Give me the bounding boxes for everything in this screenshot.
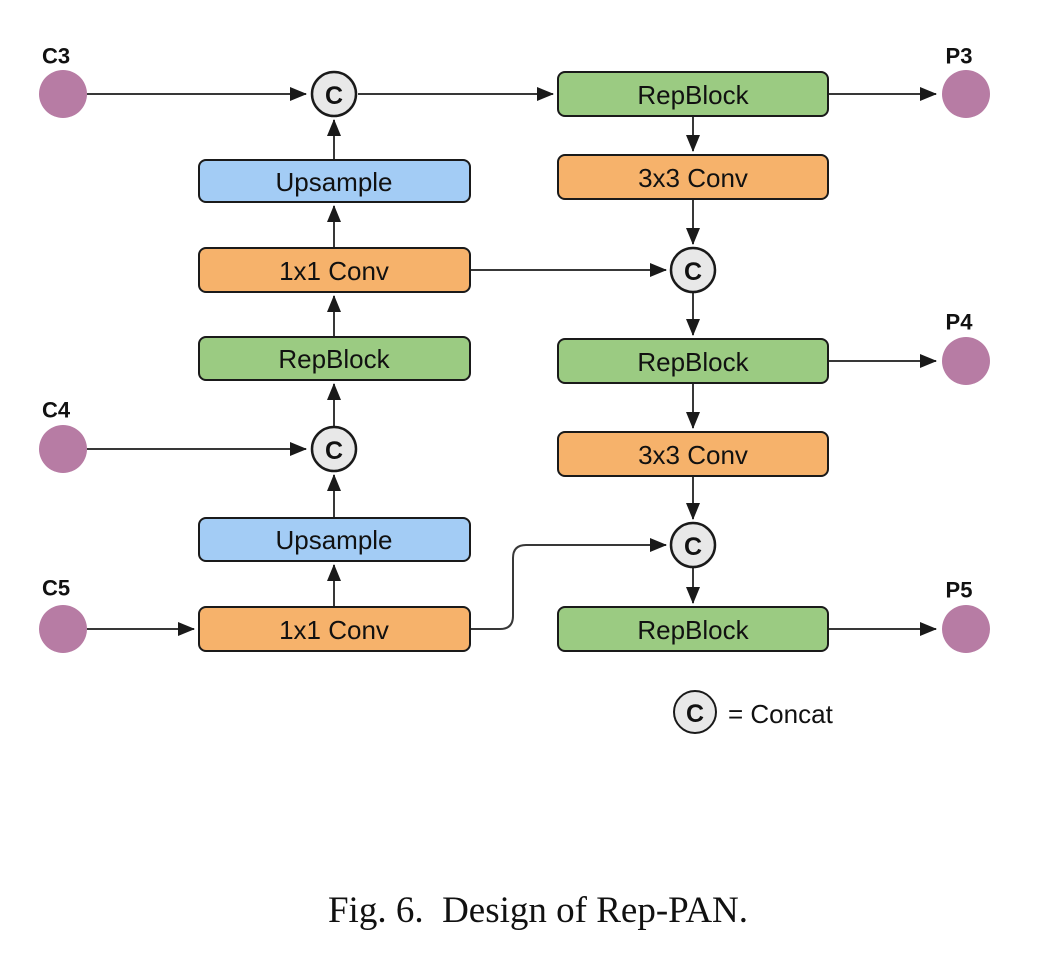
- io-label-c4: C4: [42, 398, 71, 423]
- block-repblock-p5: [557, 606, 829, 652]
- block-label-repblock-p4: RepBlock: [637, 347, 749, 377]
- block-label-conv3x3-top: 3x3 Conv: [638, 163, 748, 193]
- rep-pan-diagram: C3 C4 C5 P3 P4 P5 Upsample 1x1 Conv RepB…: [39, 44, 990, 734]
- block-label-conv1x1-top: 1x1 Conv: [279, 256, 389, 286]
- block-conv3x3-top: [557, 154, 829, 200]
- block-label-upsample-bottom: Upsample: [275, 525, 392, 555]
- concat-node-2: [310, 425, 358, 473]
- concat-node-3: [669, 246, 717, 294]
- block-upsample-bottom: [198, 517, 471, 562]
- concat-symbol-1: C: [325, 82, 343, 110]
- io-node-c4: [39, 425, 87, 473]
- concat-node-4: [669, 521, 717, 569]
- block-label-repblock-p5: RepBlock: [637, 615, 749, 645]
- io-node-p4: [942, 337, 990, 385]
- concat-symbol-4: C: [684, 533, 702, 561]
- arrow-conv1x1-bottom-to-concat4: [470, 538, 667, 630]
- io-node-p5: [942, 605, 990, 653]
- block-label-conv1x1-bottom: 1x1 Conv: [279, 615, 389, 645]
- legend-concat-symbol: C: [686, 700, 704, 728]
- block-repblock-p3: [557, 71, 829, 117]
- io-node-p3: [942, 70, 990, 118]
- io-label-p4: P4: [946, 310, 974, 335]
- block-repblock-left: [198, 336, 471, 381]
- block-label-repblock-p3: RepBlock: [637, 80, 749, 110]
- block-label-repblock-left: RepBlock: [278, 344, 390, 374]
- block-repblock-p4: [557, 338, 829, 384]
- io-label-p5: P5: [946, 578, 973, 603]
- block-label-upsample-top: Upsample: [275, 167, 392, 197]
- block-label-conv3x3-bottom: 3x3 Conv: [638, 440, 748, 470]
- concat-symbol-2: C: [325, 437, 343, 465]
- legend-definition: = Concat: [728, 699, 834, 729]
- block-conv1x1-bottom: [198, 606, 471, 652]
- legend-concat-icon: [673, 690, 717, 734]
- block-conv1x1-top: [198, 247, 471, 293]
- block-upsample-top: [198, 159, 471, 203]
- io-node-c5: [39, 605, 87, 653]
- concat-symbol-3: C: [684, 258, 702, 286]
- io-label-c3: C3: [42, 44, 70, 69]
- concat-node-1: [310, 70, 358, 118]
- io-label-c5: C5: [42, 576, 70, 601]
- io-node-c3: [39, 70, 87, 118]
- io-label-p3: P3: [946, 44, 973, 69]
- figure-caption: Fig. 6. Design of Rep-PAN.: [327, 890, 749, 931]
- block-conv3x3-bottom: [557, 431, 829, 477]
